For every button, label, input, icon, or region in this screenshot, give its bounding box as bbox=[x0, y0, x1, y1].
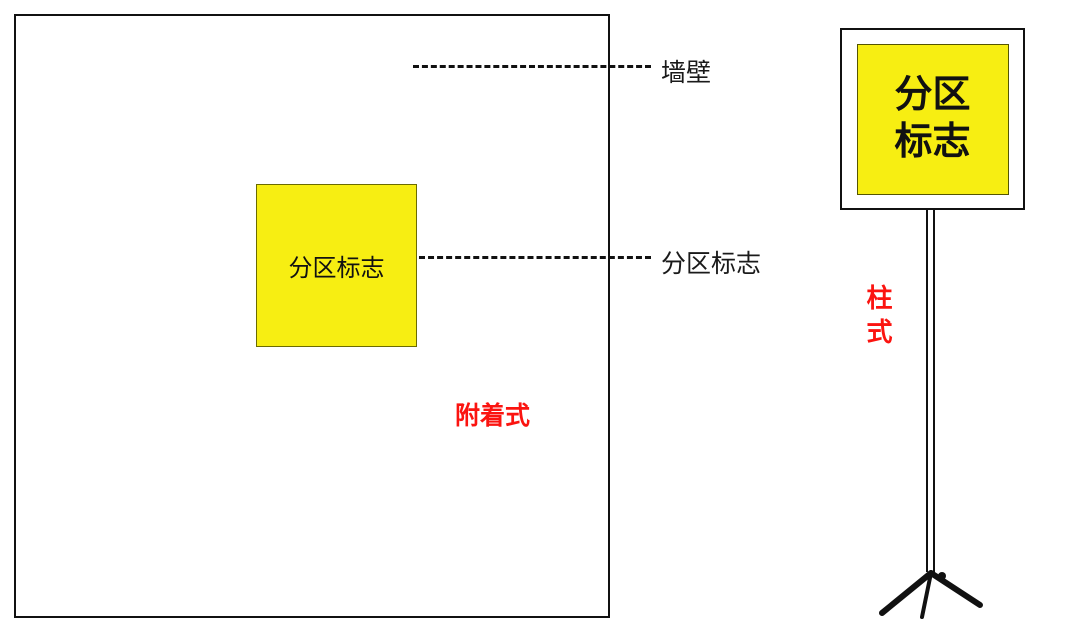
wall-label: 墙壁 bbox=[661, 59, 712, 87]
attached-zone-sign-text: 分区标志 bbox=[288, 255, 385, 282]
pole-zone-sign-text-line1: 分区 bbox=[894, 73, 971, 116]
pole-zone-sign-text-line2: 标志 bbox=[894, 121, 971, 163]
pole-zone-sign: 分区 标志 bbox=[856, 43, 1009, 195]
attached-type-label: 附着式 bbox=[455, 402, 531, 430]
sign-leader-line bbox=[419, 256, 651, 259]
sign-label: 分区标志 bbox=[661, 250, 762, 278]
pole-post bbox=[926, 210, 935, 572]
wall-leader-line bbox=[413, 65, 651, 68]
pole-type-label: 柱式 bbox=[863, 284, 893, 352]
attached-zone-sign: 分区标志 bbox=[256, 184, 417, 347]
pole-base-tripod bbox=[879, 570, 983, 619]
pole-sign-frame: 分区 标志 bbox=[840, 28, 1025, 210]
